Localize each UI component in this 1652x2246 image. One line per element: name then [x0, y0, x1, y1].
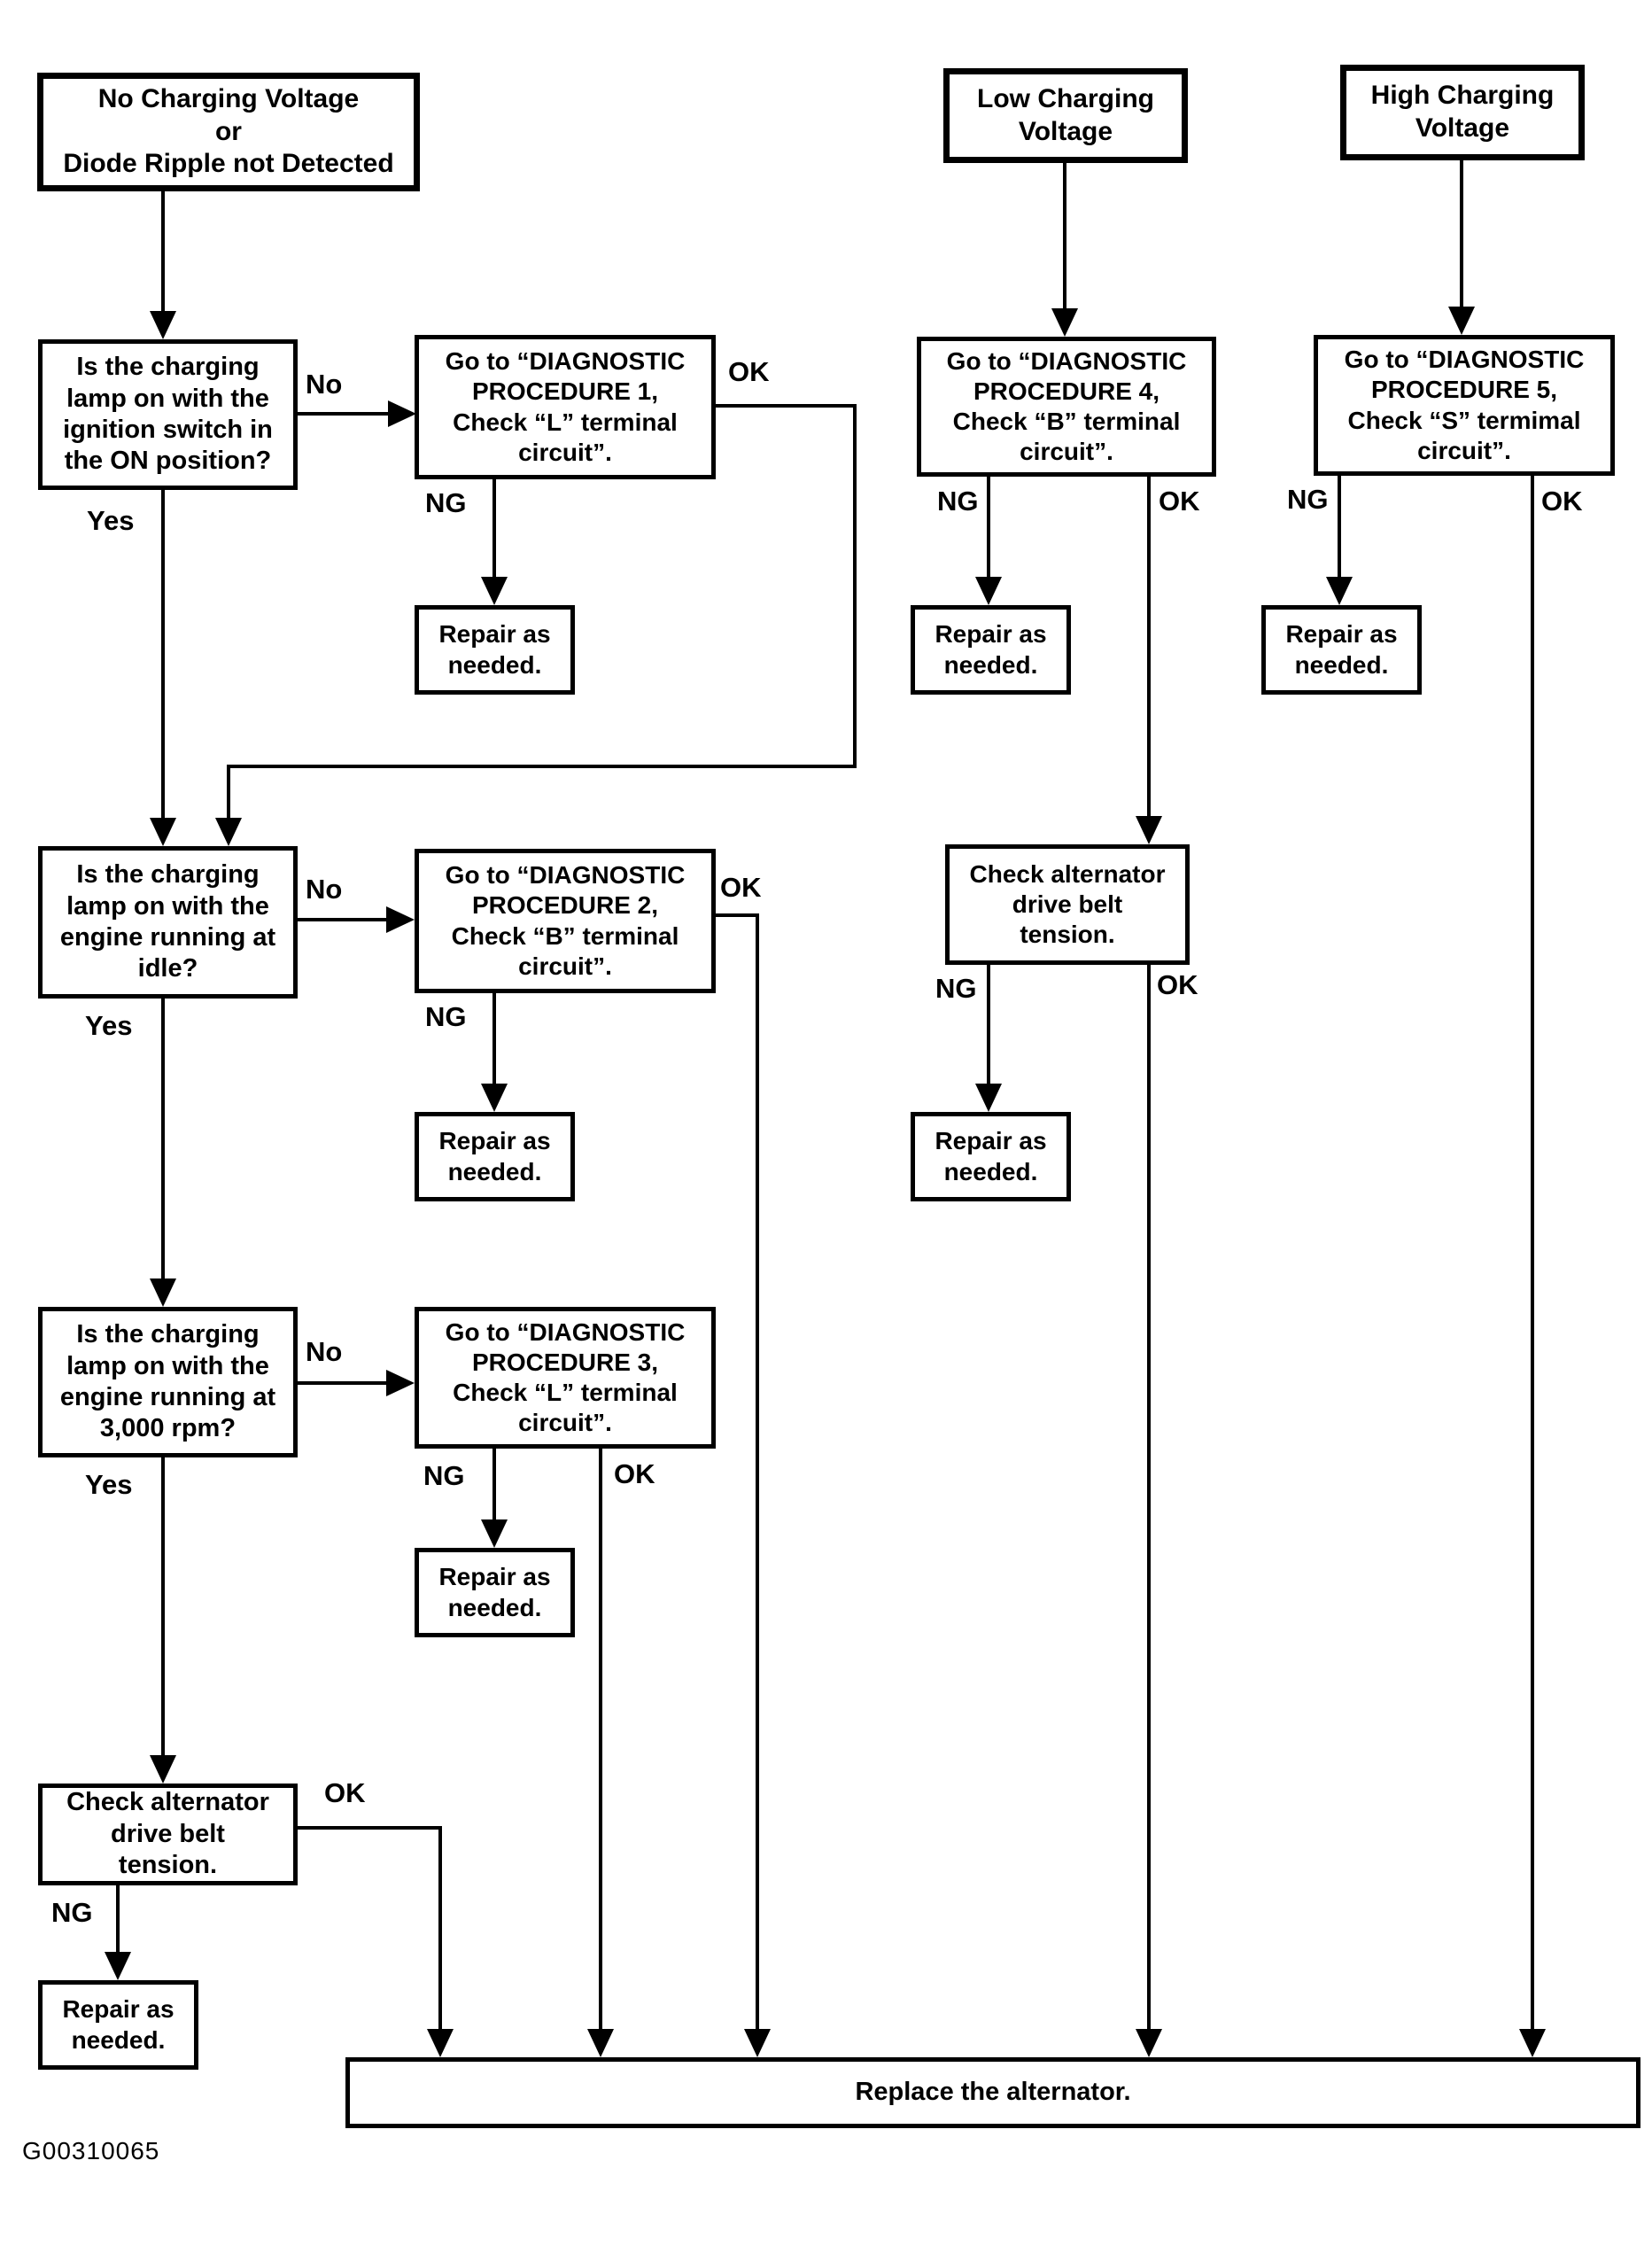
connector-p1-ng [492, 478, 496, 579]
edge-label-p1-ng: NG [425, 487, 467, 518]
node-repair-proc2-ng: Repair as needed. [415, 1112, 575, 1201]
arrowhead-belt-left-ok-replace [427, 2029, 454, 2057]
node-check-belt-low: Check alternator drive belt tension. [945, 844, 1190, 965]
connector-p2-ng [492, 992, 496, 1086]
node-question-lamp-idle: Is the charging lamp on with the engine … [38, 846, 298, 999]
edge-label-q2-no: No [306, 874, 343, 905]
node-question-lamp-ignition: Is the charging lamp on with the ignitio… [38, 339, 298, 490]
arrowhead-p5-ng-repair [1326, 577, 1353, 605]
node-question-lamp-3000rpm: Is the charging lamp on with the engine … [38, 1307, 298, 1457]
edge-label-belt-left-ng: NG [51, 1897, 93, 1928]
connector-p1-ok-return [227, 765, 857, 768]
arrowhead-belt-low-ng-repair [975, 1084, 1002, 1112]
edge-label-p1-ok: OK [728, 356, 770, 387]
arrowhead-p2-ng-repair [481, 1084, 508, 1112]
connector-q2-no [298, 918, 386, 921]
connector-belt-left-ok-down [438, 1828, 442, 2032]
connector-q3-yes [161, 1457, 165, 1758]
node-replace-alternator: Replace the alternator. [345, 2057, 1640, 2128]
connector-q1-yes [161, 489, 165, 820]
connector-belt-low-ok [1147, 964, 1151, 2032]
connector-p5-ok [1531, 476, 1534, 2032]
connector-p5-ng [1338, 476, 1341, 579]
connector-q2-yes [161, 999, 165, 1281]
arrowhead-p2-ok-replace [744, 2029, 771, 2057]
connector-belt-left-ok-exit [297, 1826, 442, 1830]
node-proc2: Go to “DIAGNOSTIC PROCEDURE 2, Check “B”… [415, 849, 716, 993]
arrowhead-start-to-q1 [150, 311, 176, 339]
node-start-low-voltage: Low Charging Voltage [943, 68, 1188, 163]
connector-start-to-q1 [161, 191, 165, 314]
connector-p4-ok [1147, 477, 1151, 819]
edge-label-belt-low-ng: NG [935, 973, 977, 1004]
arrowhead-q3-yes-belt [150, 1755, 176, 1784]
connector-p3-ng [492, 1449, 496, 1522]
edge-label-q1-no: No [306, 369, 343, 400]
connector-low-to-p4 [1063, 162, 1066, 311]
node-repair-proc3-ng: Repair as needed. [415, 1548, 575, 1637]
arrowhead-low-to-p4 [1051, 308, 1078, 337]
edge-label-p4-ng: NG [937, 486, 979, 517]
arrowhead-p4-ng-repair [975, 577, 1002, 605]
node-start-high-voltage: High Charging Voltage [1340, 65, 1585, 160]
node-proc1: Go to “DIAGNOSTIC PROCEDURE 1, Check “L”… [415, 335, 716, 479]
node-proc4: Go to “DIAGNOSTIC PROCEDURE 4, Check “B”… [917, 337, 1216, 477]
edge-label-belt-left-ok: OK [324, 1777, 366, 1808]
arrowhead-belt-low-ok-replace [1136, 2029, 1162, 2057]
edge-label-q3-no: No [306, 1336, 343, 1367]
arrowhead-q2-no-p2 [386, 906, 415, 933]
edge-label-p3-ok: OK [614, 1458, 655, 1489]
node-repair-belt-left-ng: Repair as needed. [38, 1980, 198, 2070]
node-repair-belt-low-ng: Repair as needed. [911, 1112, 1071, 1201]
node-check-belt-left: Check alternator drive belt tension. [38, 1784, 298, 1885]
connector-p2-ok-exit [715, 913, 759, 917]
connector-belt-left-ng [116, 1885, 120, 1955]
connector-p1-ok-down [853, 406, 857, 766]
arrowhead-q1-no-p1 [388, 400, 416, 427]
edge-label-p5-ok: OK [1541, 486, 1583, 517]
connector-p1-ok-into-q2 [227, 765, 230, 820]
node-repair-proc1-ng: Repair as needed. [415, 605, 575, 695]
arrowhead-q2-yes-to-q3 [150, 1278, 176, 1307]
edge-label-q1-yes: Yes [87, 505, 135, 536]
connector-p2-ok [756, 915, 759, 2032]
arrowhead-p1-ng-repair [481, 577, 508, 605]
arrowhead-high-to-p5 [1448, 307, 1475, 335]
node-start-no-charging: No Charging Voltage or Diode Ripple not … [37, 73, 420, 191]
arrowhead-p5-ok-replace [1519, 2029, 1546, 2057]
edge-label-q2-yes: Yes [85, 1010, 133, 1041]
arrowhead-p3-ok-replace [587, 2029, 614, 2057]
connector-p1-ok-exit [715, 404, 857, 408]
arrowhead-p1-ok-to-q2 [215, 818, 242, 846]
connector-high-to-p5 [1460, 160, 1463, 309]
node-repair-proc4-ng: Repair as needed. [911, 605, 1071, 695]
arrowhead-belt-left-ng-repair [105, 1952, 131, 1980]
connector-p3-ok [599, 1449, 602, 2032]
arrowhead-p4-ok-belt [1136, 816, 1162, 844]
arrowhead-q1-yes-to-q2 [150, 818, 176, 846]
edge-label-p4-ok: OK [1159, 486, 1200, 517]
arrowhead-q3-no-p3 [386, 1370, 415, 1396]
connector-p4-ng [987, 477, 990, 579]
edge-label-q3-yes: Yes [85, 1469, 133, 1500]
node-repair-proc5-ng: Repair as needed. [1261, 605, 1422, 695]
edge-label-p2-ok: OK [720, 872, 762, 903]
edge-label-p2-ng: NG [425, 1001, 467, 1032]
edge-label-belt-low-ok: OK [1157, 969, 1198, 1000]
node-proc5: Go to “DIAGNOSTIC PROCEDURE 5, Check “S”… [1314, 335, 1615, 476]
arrowhead-p3-ng-repair [481, 1519, 508, 1548]
figure-code: G00310065 [22, 2137, 160, 2164]
connector-belt-low-ng [987, 964, 990, 1086]
edge-label-p5-ng: NG [1287, 484, 1329, 515]
edge-label-p3-ng: NG [423, 1460, 465, 1491]
node-proc3: Go to “DIAGNOSTIC PROCEDURE 3, Check “L”… [415, 1307, 716, 1449]
connector-q1-no [298, 412, 390, 416]
connector-q3-no [298, 1381, 386, 1385]
